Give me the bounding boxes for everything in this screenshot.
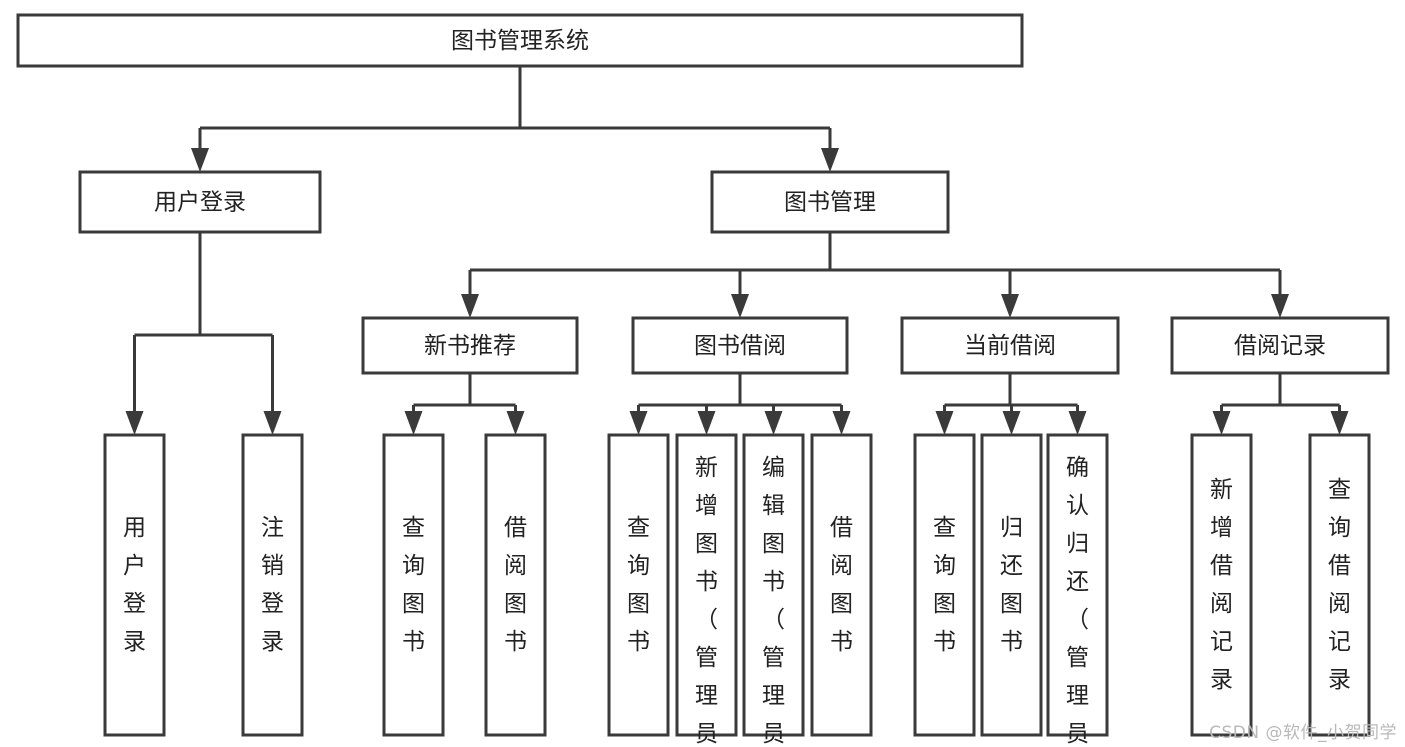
arrow-head-icon: [506, 411, 525, 435]
node-box-root: [16, 13, 1024, 68]
arrow-head-icon: [629, 411, 648, 435]
node-label-borrow-add-book: 新增图书（管理员）: [695, 455, 718, 747]
arrow-head-icon: [404, 411, 423, 435]
arrow-head-icon: [731, 294, 749, 318]
node-label-recommend-query-book: 查询图书: [402, 515, 425, 655]
node-box-current-borrow: [900, 316, 1120, 375]
node-label-root: 图书管理系统: [451, 28, 589, 54]
node-user-login-leaf[interactable]: 用户登录: [103, 433, 166, 737]
node-current-borrow[interactable]: 当前借阅: [900, 316, 1120, 375]
node-root[interactable]: 图书管理系统: [16, 13, 1024, 68]
node-box-user-login: [78, 170, 322, 234]
node-borrow-edit-book[interactable]: 编辑图书（管理员）: [742, 433, 805, 747]
node-box-current-return-book: [980, 433, 1043, 737]
node-box-borrow-borrow-book: [810, 433, 873, 737]
node-borrow-query-book[interactable]: 查询图书: [607, 433, 670, 737]
arrow-head-icon: [263, 411, 282, 435]
node-label-book-borrow: 图书借阅: [694, 333, 786, 359]
node-box-current-query-book: [913, 433, 976, 737]
node-box-record-add: [1190, 433, 1253, 737]
node-box-user-logout-leaf: [241, 433, 304, 737]
node-book-management[interactable]: 图书管理: [710, 170, 950, 234]
node-box-book-management: [710, 170, 950, 234]
node-label-current-query-book: 查询图书: [933, 515, 956, 655]
node-label-record-query: 查询借阅记录: [1328, 477, 1351, 693]
arrow-head-icon: [125, 411, 144, 435]
node-box-book-borrow: [631, 316, 849, 375]
node-label-new-book-recommend: 新书推荐: [424, 333, 516, 359]
node-label-user-login-leaf: 用户登录: [123, 515, 146, 655]
node-record-add[interactable]: 新增借阅记录: [1190, 433, 1253, 737]
node-label-current-confirm-return: 确认归还（管理员）: [1066, 455, 1089, 747]
node-box-borrow-add-book: [675, 433, 738, 737]
watermark-text: CSDN @软件_小贺同学: [1209, 723, 1397, 743]
arrow-head-icon: [935, 411, 954, 435]
node-record-query[interactable]: 查询借阅记录: [1308, 433, 1371, 737]
node-recommend-borrow-book[interactable]: 借阅图书: [484, 433, 547, 737]
node-current-confirm-return[interactable]: 确认归还（管理员）: [1046, 433, 1109, 747]
node-label-record-add: 新增借阅记录: [1210, 477, 1233, 693]
node-label-book-management: 图书管理: [784, 190, 876, 216]
arrow-head-icon: [1212, 411, 1231, 435]
node-label-user-login: 用户登录: [154, 190, 246, 216]
node-borrow-record[interactable]: 借阅记录: [1170, 316, 1390, 375]
node-label-borrow-query-book: 查询图书: [627, 515, 650, 655]
node-box-recommend-query-book: [382, 433, 445, 737]
node-current-query-book[interactable]: 查询图书: [913, 433, 976, 737]
node-box-record-query: [1308, 433, 1371, 737]
arrow-head-icon: [764, 411, 783, 435]
arrow-head-icon: [697, 411, 716, 435]
node-borrow-borrow-book[interactable]: 借阅图书: [810, 433, 873, 737]
node-box-new-book-recommend: [361, 316, 579, 375]
node-label-borrow-edit-book: 编辑图书（管理员）: [762, 455, 785, 747]
node-borrow-add-book[interactable]: 新增图书（管理员）: [675, 433, 738, 747]
node-label-recommend-borrow-book: 借阅图书: [504, 515, 527, 655]
arrow-head-icon: [1002, 411, 1021, 435]
node-box-borrow-edit-book: [742, 433, 805, 737]
node-label-borrow-record: 借阅记录: [1234, 333, 1326, 359]
arrow-head-icon: [1001, 294, 1019, 318]
node-box-user-login-leaf: [103, 433, 166, 737]
node-new-book-recommend[interactable]: 新书推荐: [361, 316, 579, 375]
arrow-head-icon: [1068, 411, 1087, 435]
node-box-borrow-query-book: [607, 433, 670, 737]
node-book-borrow[interactable]: 图书借阅: [631, 316, 849, 375]
connectors-layer: [125, 66, 1349, 435]
node-box-current-confirm-return: [1046, 433, 1109, 737]
node-label-user-logout-leaf: 注销登录: [261, 515, 284, 655]
arrow-head-icon: [461, 294, 479, 318]
node-box-borrow-record: [1170, 316, 1390, 375]
node-label-borrow-borrow-book: 借阅图书: [830, 515, 853, 655]
arrow-head-icon: [821, 148, 839, 172]
node-user-logout-leaf[interactable]: 注销登录: [241, 433, 304, 737]
arrow-head-icon: [191, 148, 209, 172]
arrow-head-icon: [1271, 294, 1289, 318]
node-user-login[interactable]: 用户登录: [78, 170, 322, 234]
arrow-head-icon: [832, 411, 851, 435]
node-label-current-return-book: 归还图书: [1000, 515, 1023, 655]
node-recommend-query-book[interactable]: 查询图书: [382, 433, 445, 737]
node-label-current-borrow: 当前借阅: [964, 333, 1056, 359]
arrow-head-icon: [1330, 411, 1349, 435]
node-box-recommend-borrow-book: [484, 433, 547, 737]
nodes-layer: 图书管理系统用户登录图书管理用户登录注销登录新书推荐查询图书借阅图书图书借阅查询…: [16, 13, 1390, 747]
node-current-return-book[interactable]: 归还图书: [980, 433, 1043, 737]
